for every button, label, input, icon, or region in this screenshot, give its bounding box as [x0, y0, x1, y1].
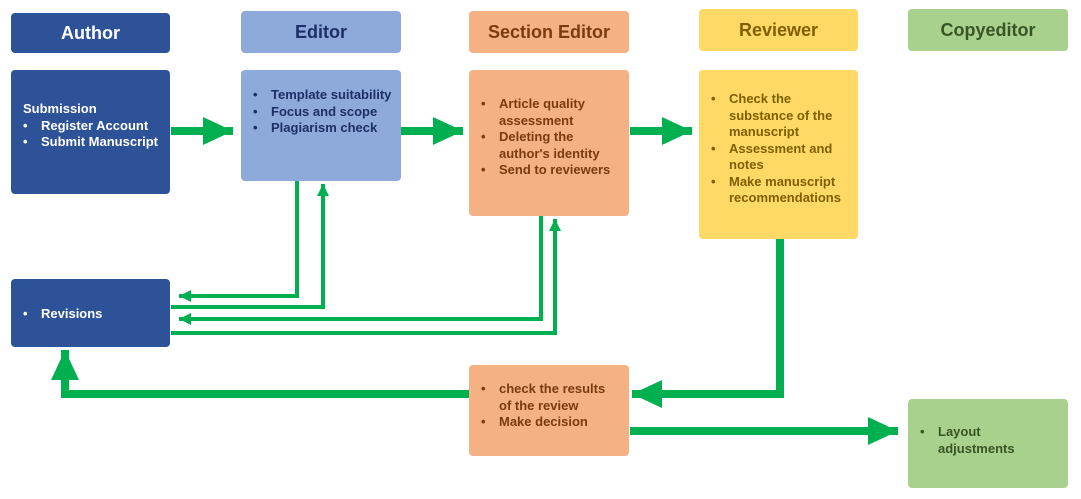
- header-editor: Editor: [241, 11, 401, 53]
- list-item: Register Account: [23, 118, 162, 135]
- list-item: Template suitability: [253, 87, 393, 104]
- header-section-editor: Section Editor: [469, 11, 629, 53]
- list-item: Focus and scope: [253, 104, 393, 121]
- reviewer-tasks-list: Check the substance of the manuscript As…: [711, 91, 850, 207]
- header-author: Author: [11, 13, 170, 53]
- arrow-decision-to-revisions: [51, 350, 469, 398]
- list-item: Revisions: [23, 306, 162, 323]
- header-reviewer-label: Reviewer: [738, 19, 819, 40]
- list-item: Send to reviewers: [481, 162, 621, 179]
- arrow-revisions-to-section-editor: [171, 219, 561, 335]
- list-item: Make decision: [481, 414, 621, 431]
- editor-tasks-box: Template suitability Focus and scope Pla…: [241, 70, 401, 181]
- list-item: Deleting the author's identity: [481, 129, 621, 162]
- list-item: Submit Manuscript: [23, 134, 162, 151]
- header-copyeditor-label: Copyeditor: [940, 19, 1036, 40]
- submission-box: Submission Register Account Submit Manus…: [11, 70, 170, 194]
- list-item: Article quality assessment: [481, 96, 621, 129]
- list-item: Assessment and notes: [711, 141, 850, 174]
- section-editor-tasks-list: Article quality assessment Deleting the …: [481, 96, 621, 179]
- arrow-reviewer-to-decision: [632, 239, 784, 408]
- reviewer-tasks-box: Check the substance of the manuscript As…: [699, 70, 858, 239]
- arrow-editor-to-revisions: [179, 181, 299, 302]
- header-copyeditor: Copyeditor: [908, 9, 1068, 51]
- header-editor-label: Editor: [295, 21, 347, 42]
- arrow-section-editor-to-revisions: [179, 216, 543, 325]
- editor-tasks-list: Template suitability Focus and scope Pla…: [253, 87, 393, 137]
- list-item: Make manuscript recommendations: [711, 174, 850, 207]
- revisions-list: Revisions: [23, 306, 162, 323]
- header-reviewer: Reviewer: [699, 9, 858, 51]
- section-editor-tasks-box: Article quality assessment Deleting the …: [469, 70, 629, 216]
- header-author-label: Author: [61, 22, 120, 43]
- decision-list: check the results of the review Make dec…: [481, 381, 621, 431]
- list-item: Check the substance of the manuscript: [711, 91, 850, 141]
- submission-list: Register Account Submit Manuscript: [23, 118, 162, 151]
- list-item: Layout adjustments: [920, 424, 1060, 457]
- revisions-box: Revisions: [11, 279, 170, 347]
- list-item: check the results of the review: [481, 381, 621, 414]
- copyeditor-tasks-list: Layout adjustments: [920, 424, 1060, 457]
- submission-title: Submission: [23, 101, 97, 116]
- decision-box: check the results of the review Make dec…: [469, 365, 629, 456]
- list-item: Plagiarism check: [253, 120, 393, 137]
- arrow-revisions-to-editor: [171, 184, 329, 309]
- header-section-editor-label: Section Editor: [487, 21, 610, 42]
- copyeditor-tasks-box: Layout adjustments: [908, 399, 1068, 488]
